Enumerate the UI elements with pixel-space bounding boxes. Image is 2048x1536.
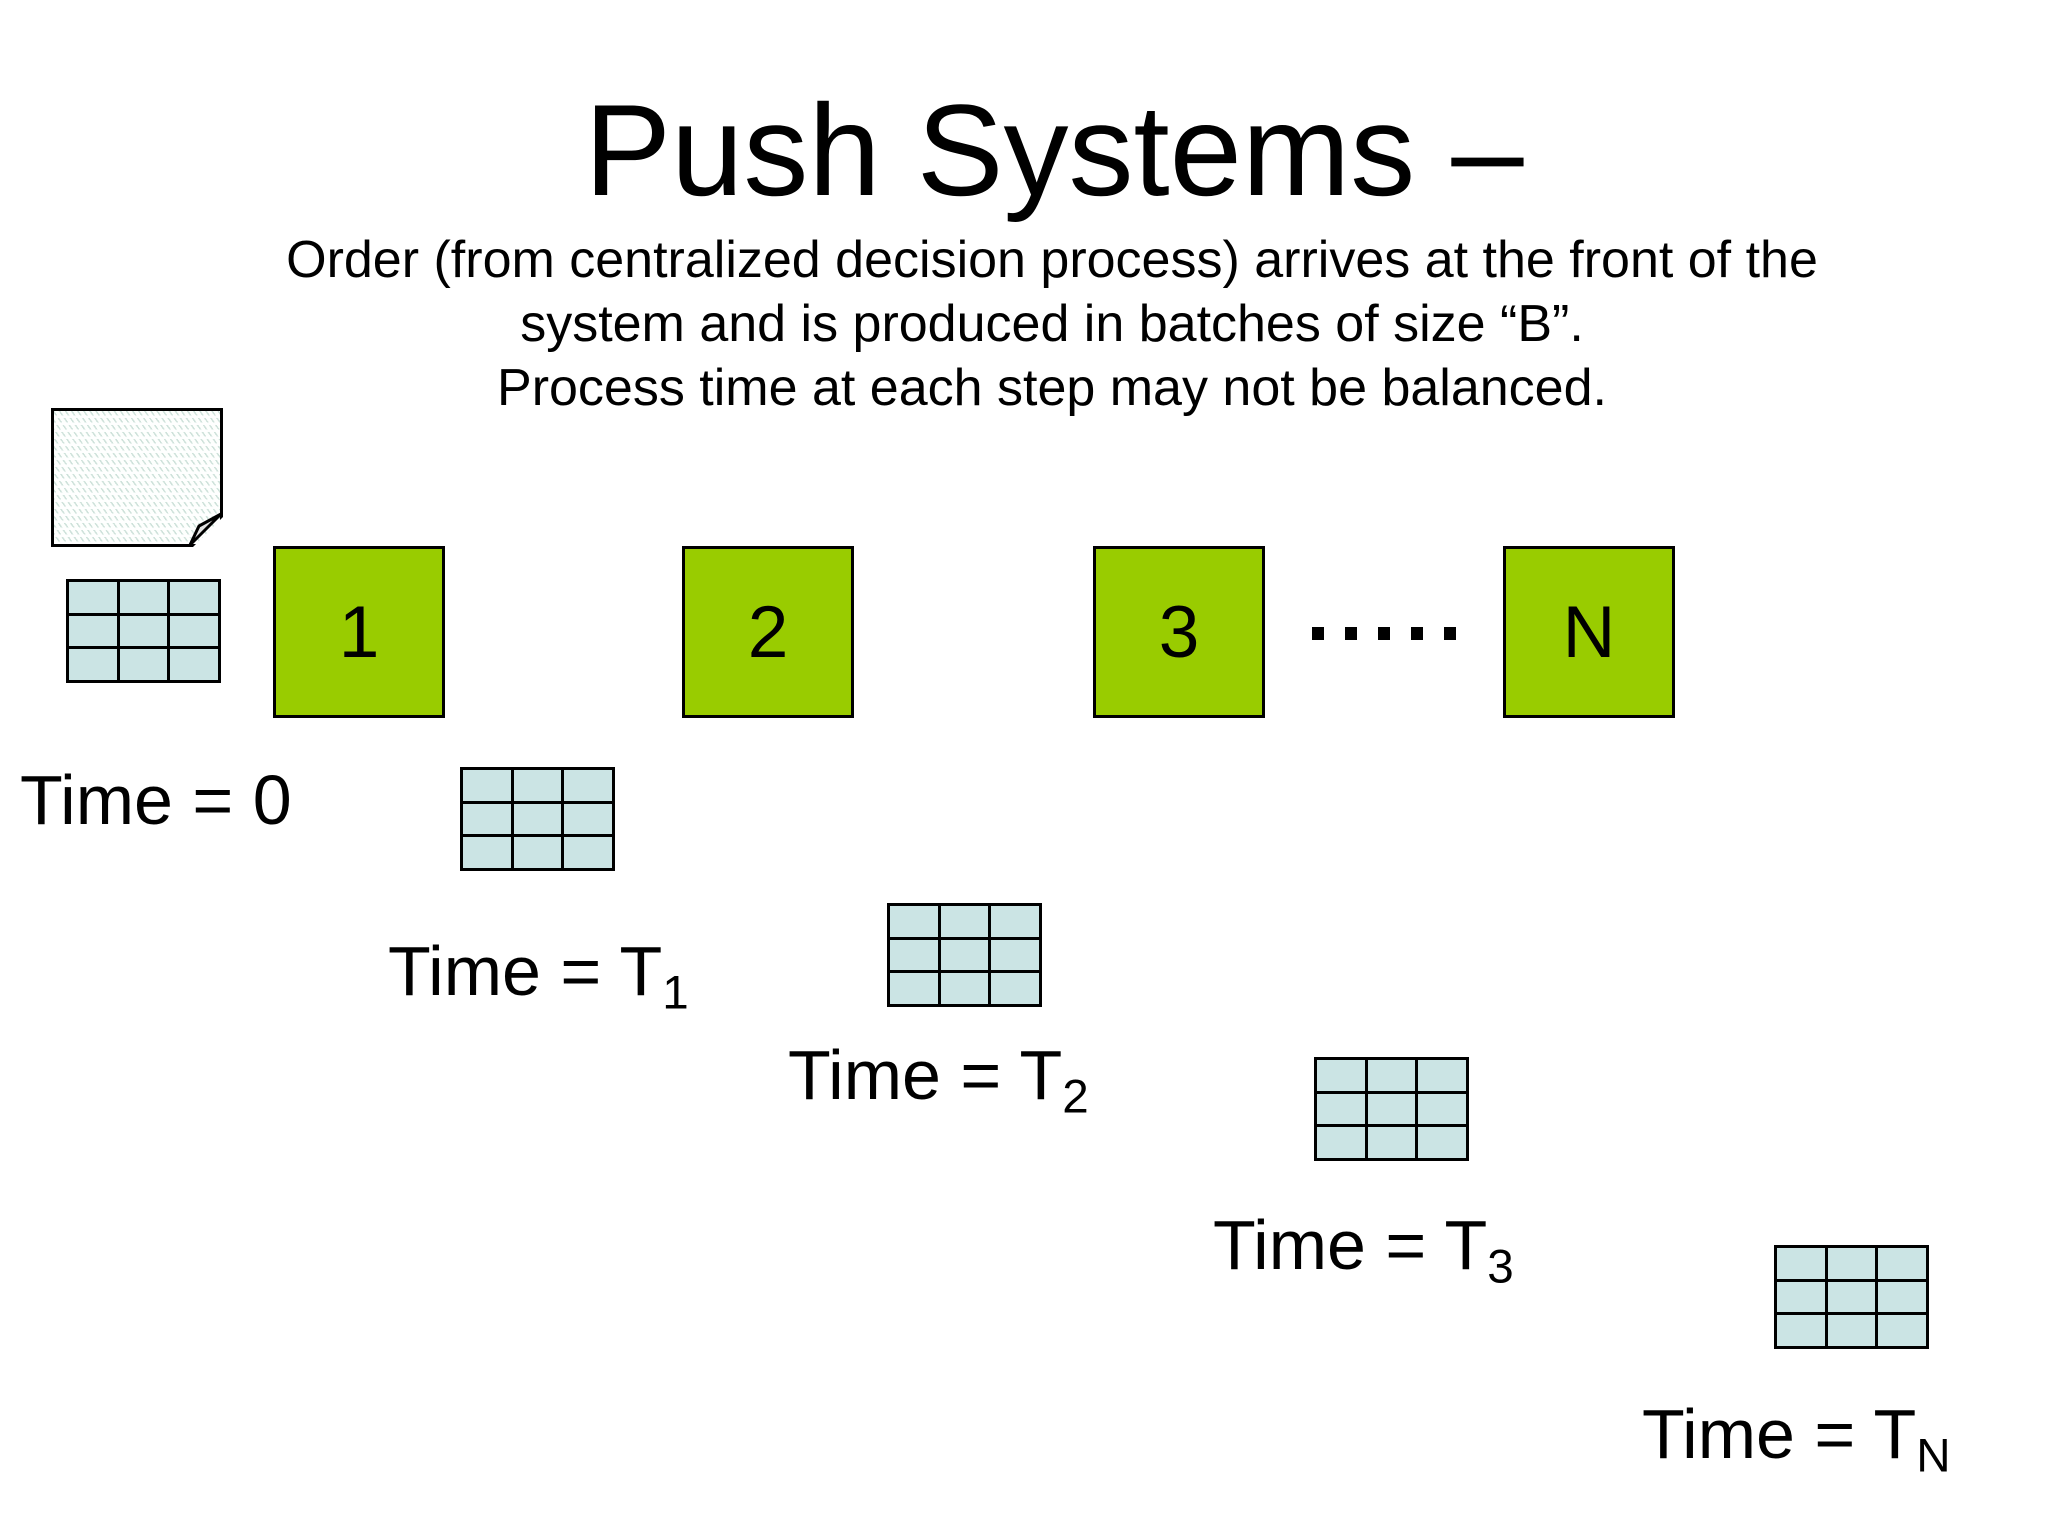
batch-cell [119, 615, 168, 647]
batch-cell [991, 906, 1039, 937]
station-box-1: 1 [273, 546, 445, 718]
batch-cell [170, 615, 218, 647]
batch-cell [1317, 1093, 1365, 1125]
batch-cell [463, 770, 511, 801]
batch-grid [460, 767, 615, 871]
batch-cell [940, 939, 989, 971]
batch-cell [1878, 1281, 1926, 1313]
batch-cell [991, 973, 1039, 1004]
batch-cell [1827, 1315, 1876, 1346]
batch-cell [1317, 1127, 1365, 1158]
batch-cell [890, 939, 938, 971]
station-box-3: 3 [1093, 546, 1265, 718]
station-label: 3 [1158, 591, 1200, 673]
batch-cell [69, 615, 117, 647]
ellipsis-dot [1378, 627, 1390, 640]
slide-title: Push Systems – [584, 77, 1524, 223]
batch-cell [170, 649, 218, 680]
ellipsis-dot [1312, 627, 1324, 640]
batch-cell [940, 906, 989, 937]
slide-subtitle: Order (from centralized decision process… [28, 228, 2048, 420]
batch-cell [564, 803, 612, 835]
batch-cell [1317, 1060, 1365, 1091]
batch-cell [1827, 1281, 1876, 1313]
folded-corner-icon [187, 511, 223, 547]
batch-cell [991, 939, 1039, 971]
time-label-tn: Time = TN [1642, 1395, 1951, 1483]
batch-grid [1314, 1057, 1469, 1161]
batch-cell [1777, 1248, 1825, 1279]
ellipsis-dot [1411, 627, 1423, 640]
station-box-n: N [1503, 546, 1675, 718]
batch-grid [887, 903, 1042, 1007]
batch-grid [66, 579, 221, 683]
station-label: 2 [747, 591, 789, 673]
batch-cell [564, 770, 612, 801]
time-label-t2: Time = T2 [788, 1036, 1089, 1124]
station-label: N [1562, 591, 1616, 673]
batch-cell [1418, 1093, 1466, 1125]
batch-cell [890, 906, 938, 937]
batch-cell [890, 973, 938, 1004]
subtitle-line: system and is produced in batches of siz… [520, 295, 1584, 353]
batch-cell [1418, 1127, 1466, 1158]
batch-cell [1827, 1248, 1876, 1279]
ellipsis-dot [1345, 627, 1357, 640]
subtitle-line: Process time at each step may not be bal… [497, 359, 1607, 417]
batch-cell [170, 582, 218, 613]
subtitle-line: Order (from centralized decision process… [286, 231, 1818, 289]
batch-cell [513, 803, 562, 835]
time-label-t3: Time = T3 [1213, 1206, 1514, 1294]
batch-cell [119, 582, 168, 613]
batch-cell [1367, 1093, 1416, 1125]
batch-cell [564, 837, 612, 868]
batch-cell [1367, 1127, 1416, 1158]
batch-cell [1418, 1060, 1466, 1091]
batch-cell [1367, 1060, 1416, 1091]
batch-cell [69, 582, 117, 613]
batch-cell [1777, 1315, 1825, 1346]
batch-cell [513, 770, 562, 801]
batch-cell [1878, 1315, 1926, 1346]
order-note-icon [51, 408, 223, 547]
batch-cell [463, 803, 511, 835]
batch-cell [463, 837, 511, 868]
batch-cell [69, 649, 117, 680]
batch-cell [1878, 1248, 1926, 1279]
ellipsis-dot [1444, 627, 1456, 640]
batch-cell [1777, 1281, 1825, 1313]
batch-cell [940, 973, 989, 1004]
ellipsis-dots [1312, 627, 1456, 640]
time-label-t1: Time = T1 [388, 932, 689, 1020]
station-label: 1 [338, 591, 380, 673]
time-label-0: Time = 0 [20, 761, 292, 839]
station-box-2: 2 [682, 546, 854, 718]
batch-cell [119, 649, 168, 680]
batch-grid [1774, 1245, 1929, 1349]
batch-cell [513, 837, 562, 868]
